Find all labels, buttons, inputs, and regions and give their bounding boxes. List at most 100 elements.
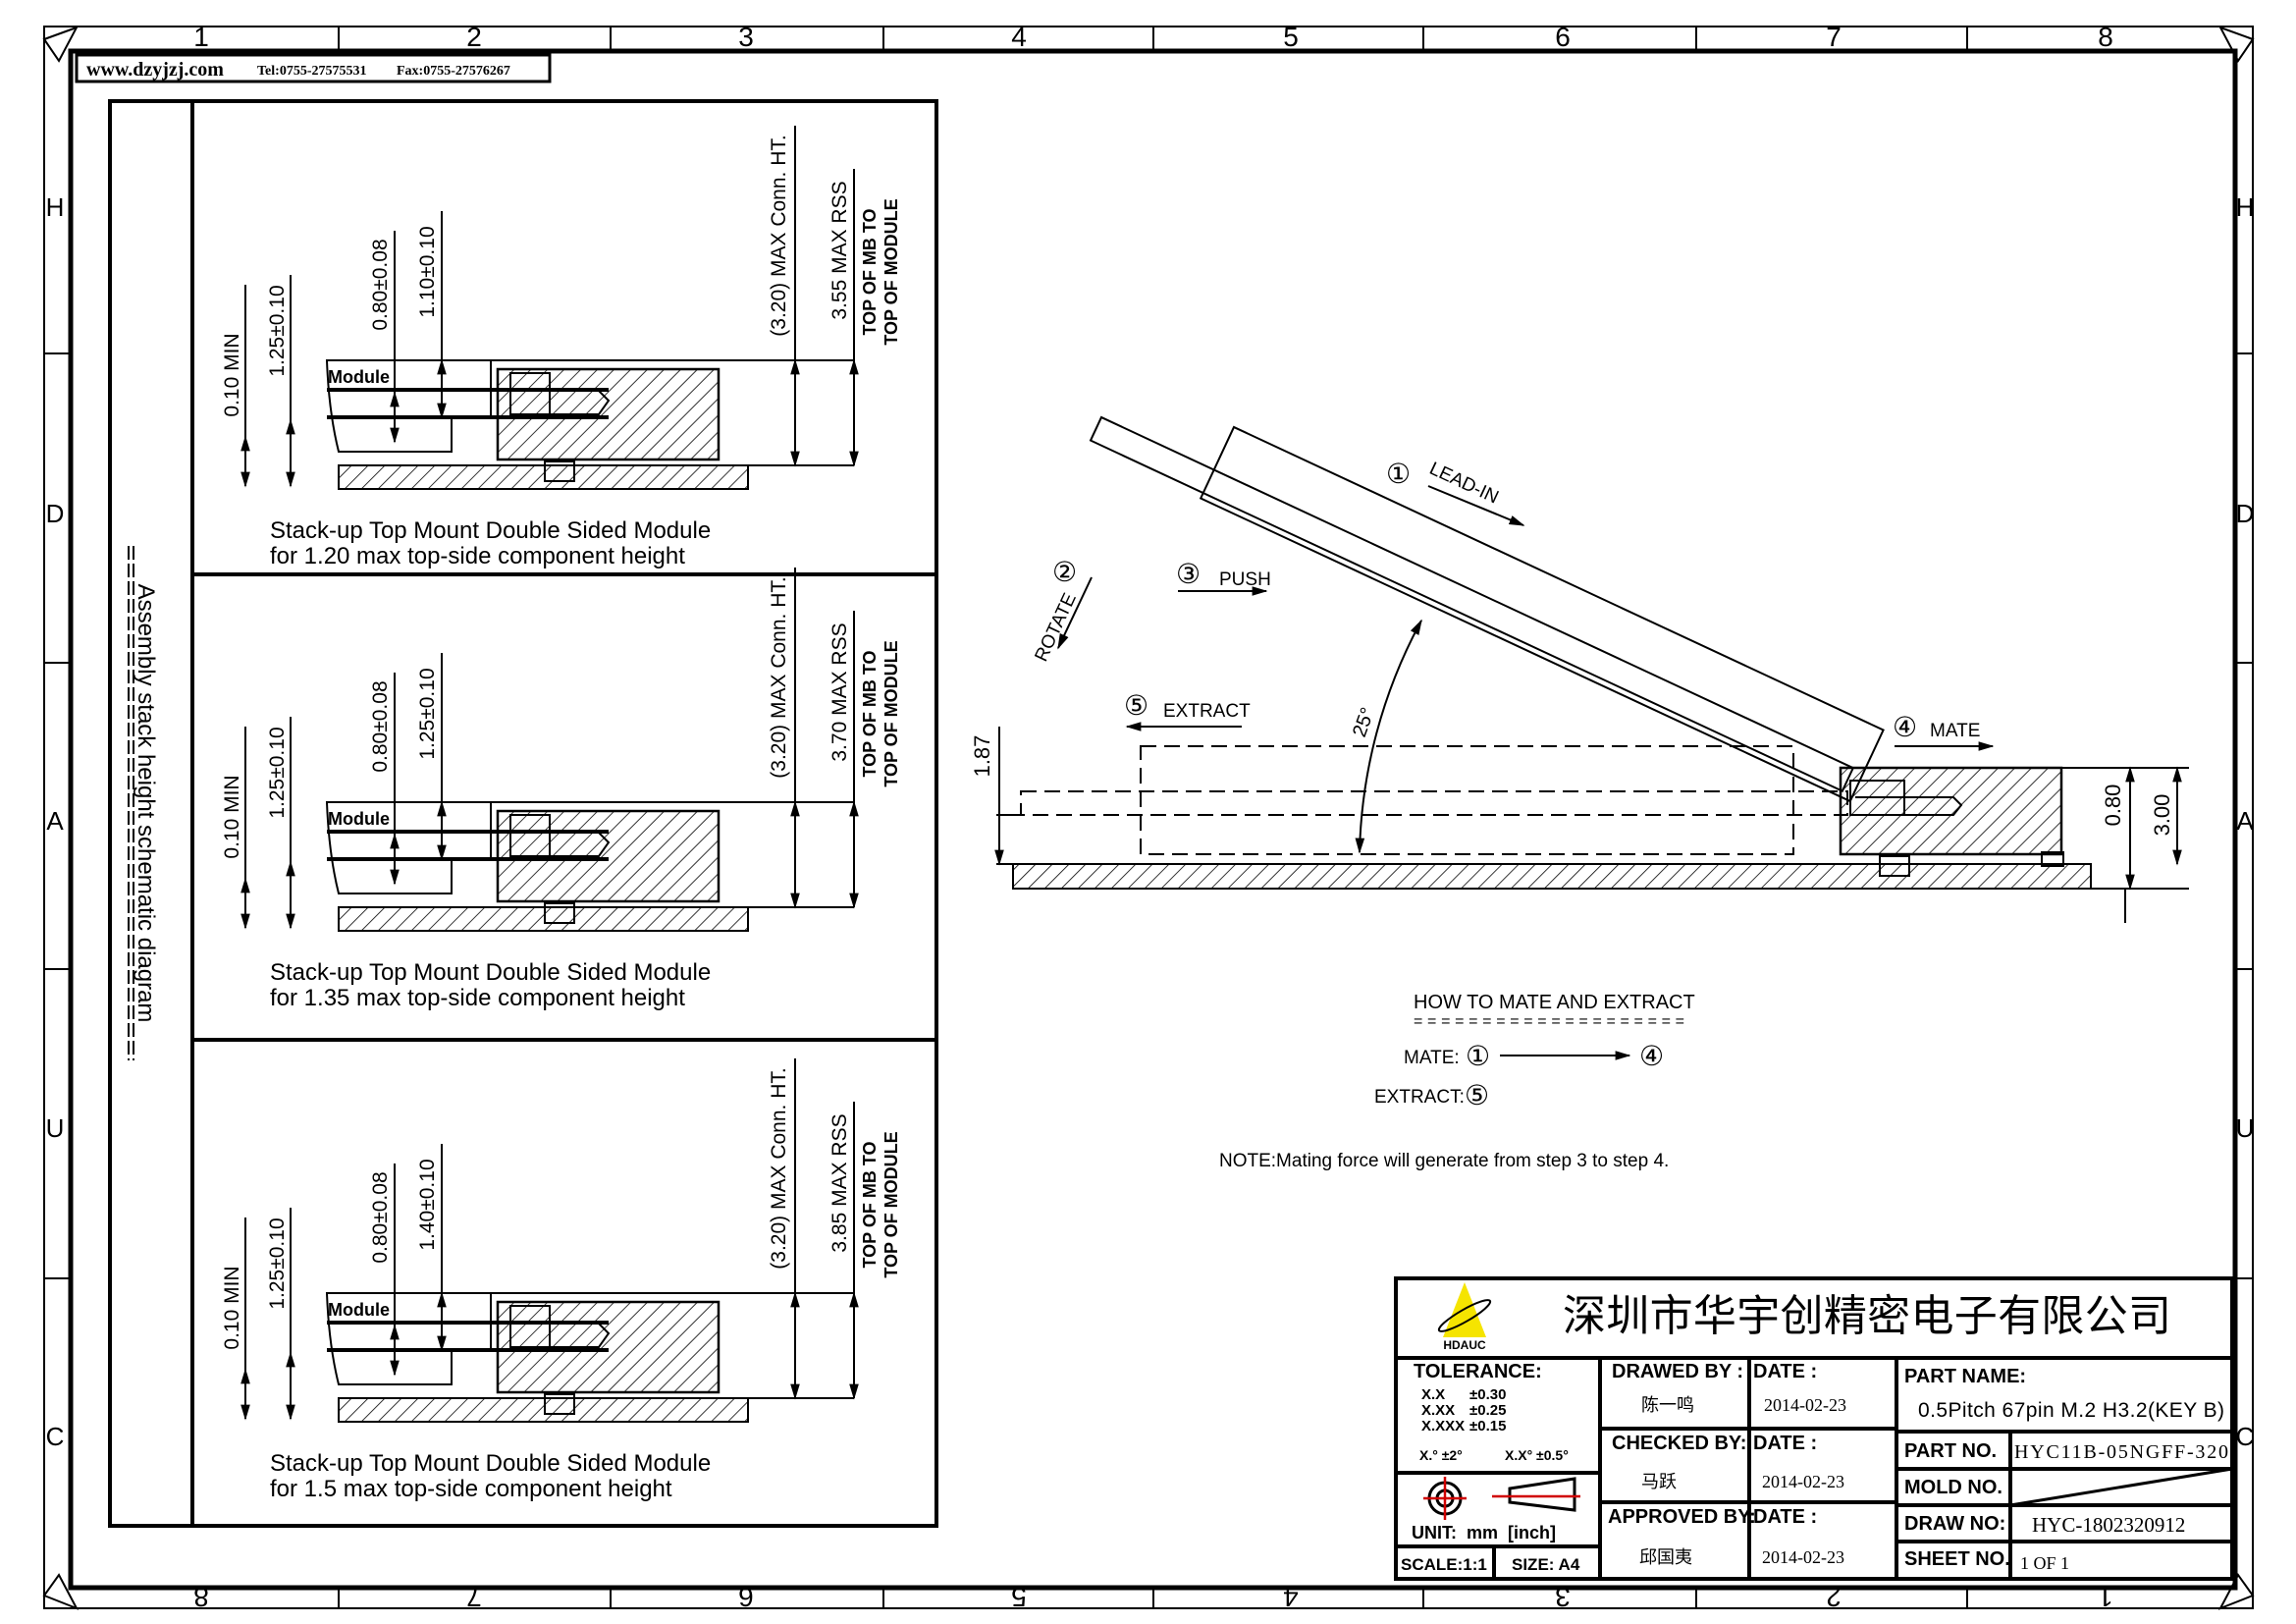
projection-symbol-icon <box>1423 1477 1580 1520</box>
zone-letter: H <box>2236 192 2255 222</box>
dim-note-2: TOP OF MODULE <box>881 1131 901 1277</box>
mainboard <box>338 464 749 490</box>
module-card-inclined <box>1089 415 1855 793</box>
part-name-label: PART NAME: <box>1904 1366 2026 1387</box>
dim-min-label: 0.10 MIN <box>221 333 243 416</box>
tel-number: Tel:0755-27575531 <box>257 64 366 79</box>
extract-label: EXTRACT: <box>1374 1087 1465 1108</box>
dim-pcb-label: 1.25±0.10 <box>266 1218 289 1309</box>
mate-step-end: ④ <box>1639 1041 1664 1071</box>
dim-note-2: TOP OF MODULE <box>881 198 901 345</box>
extract-step: ⑤ <box>1465 1080 1489 1110</box>
mating-note: NOTE:Mating force will generate from ste… <box>1219 1151 1669 1171</box>
module-label: Module <box>328 1300 390 1320</box>
module-body-inclined <box>1199 425 1885 803</box>
approved-by: 邱国夷 <box>1639 1547 1692 1567</box>
zone-number: 3 <box>738 22 754 52</box>
solder-peg <box>544 902 575 924</box>
zone-letter: U <box>2236 1113 2255 1143</box>
zone-letter: D <box>2236 499 2255 528</box>
howto-title: HOW TO MATE AND EXTRACT <box>1414 992 1695 1013</box>
zone-number: 5 <box>1283 22 1299 52</box>
dim-conn-label: (3.20) MAX Conn. HT. <box>768 135 790 336</box>
angle-tol: X.° ±2° <box>1419 1447 1463 1463</box>
dim-b-label: 1.40±0.10 <box>416 1159 439 1250</box>
date-label: DATE : <box>1753 1506 1817 1528</box>
side-label: Assembly stack height schematic diagram <box>133 584 159 1023</box>
dim-rss-label: 3.70 MAX RSS <box>828 623 851 761</box>
panel-caption-2: for 1.5 max top-side component height <box>270 1476 672 1502</box>
checked-by: 马跃 <box>1641 1472 1677 1491</box>
step-1-icon: ① <box>1386 459 1411 489</box>
mate-step-start: ① <box>1466 1041 1490 1071</box>
solder-peg <box>544 1393 575 1415</box>
connector-body <box>1839 766 2063 856</box>
zone-number: 3 <box>1555 1582 1571 1612</box>
scale-label: SCALE:1:1 <box>1401 1555 1487 1574</box>
company-logo: HDAUC <box>1437 1282 1492 1352</box>
corner-arrow-icon <box>42 1573 80 1610</box>
step-4-icon: ④ <box>1893 712 1917 742</box>
step-2-icon: ② <box>1052 557 1077 587</box>
zone-number: 8 <box>193 1582 209 1612</box>
date-value: 2014-02-23 <box>1762 1472 1844 1491</box>
unit-label: UNIT: mm [inch] <box>1412 1523 1556 1543</box>
zone-number: 8 <box>2098 22 2113 52</box>
dim-note-2: TOP OF MODULE <box>881 640 901 786</box>
dim-note-1: TOP OF MB TO <box>860 1141 880 1268</box>
panel-caption-2: for 1.20 max top-side component height <box>270 543 685 569</box>
panel-caption-1: Stack-up Top Mount Double Sided Module <box>270 517 711 544</box>
checked-by-label: CHECKED BY: <box>1612 1433 1746 1454</box>
tol-value: ±0.15 <box>1469 1418 1506 1435</box>
part-name: 0.5Pitch 67pin M.2 H3.2(KEY B) <box>1918 1399 2224 1422</box>
panel-caption-1: Stack-up Top Mount Double Sided Module <box>270 1450 711 1477</box>
dim-note-1: TOP OF MB TO <box>860 650 880 777</box>
tol-key: X.XX <box>1421 1402 1455 1419</box>
zone-number: 6 <box>1555 22 1571 52</box>
corner-arrow-icon <box>42 26 80 63</box>
drawing-frame: 1 2 3 4 5 6 7 8 8 7 6 5 4 3 2 1 H D A U … <box>42 22 2255 1612</box>
mold-no-label: MOLD NO. <box>1904 1477 2002 1498</box>
mating-diagram: 25° ① LEAD-IN ② ROTATE ③ PUSH ⑤ EXTRACT … <box>970 415 2189 1171</box>
howto-underline: ==================== <box>1414 1013 1684 1030</box>
corner-arrow-icon <box>2217 1573 2255 1610</box>
size-label: SIZE: A4 <box>1512 1555 1580 1574</box>
draw-no: HYC-1802320912 <box>2032 1513 2185 1537</box>
angle-tol: X.X° ±0.5° <box>1505 1447 1569 1463</box>
dim-min-label: 0.10 MIN <box>221 775 243 858</box>
date-label: DATE : <box>1753 1361 1817 1382</box>
zone-letter: A <box>46 806 64 836</box>
dim-rss-label: 3.55 MAX RSS <box>828 181 851 319</box>
date-value: 2014-02-23 <box>1762 1547 1844 1567</box>
step-5-label: EXTRACT <box>1163 701 1251 722</box>
zone-letter: A <box>2236 806 2254 836</box>
mainboard <box>338 1397 749 1423</box>
module-label: Module <box>328 367 390 387</box>
zone-number: 7 <box>466 1582 482 1612</box>
date-value: 2014-02-23 <box>1764 1395 1846 1415</box>
angle-arc <box>1355 619 1422 854</box>
mainboard <box>1012 863 2092 890</box>
dim-min-label: 0.10 MIN <box>221 1266 243 1349</box>
zone-letter: C <box>2236 1422 2255 1451</box>
dim-a-label: 0.80±0.08 <box>369 680 392 772</box>
dim-rss-label: 3.85 MAX RSS <box>828 1113 851 1252</box>
step-3-icon: ③ <box>1176 559 1201 589</box>
website-link[interactable]: www.dzyjzj.com <box>86 59 224 81</box>
step-4-label: MATE <box>1930 721 1980 741</box>
draw-no-label: DRAW NO: <box>1904 1513 2005 1535</box>
zone-letter: H <box>46 192 65 222</box>
dim-a-label: 0.80±0.08 <box>369 1171 392 1263</box>
drawed-by-label: DRAWED BY : <box>1612 1361 1743 1382</box>
zone-number: 2 <box>1826 1582 1842 1612</box>
zone-number: 4 <box>1283 1582 1299 1612</box>
dim-3-00: 3.00 <box>2150 794 2174 837</box>
module-body-outline <box>1140 745 1794 855</box>
step-3-label: PUSH <box>1219 569 1271 590</box>
fax-number: Fax:0755-27576267 <box>397 64 510 79</box>
part-no: HYC11B-05NGFF-320 <box>2014 1441 2228 1463</box>
angle-label: 25° <box>1349 705 1379 740</box>
